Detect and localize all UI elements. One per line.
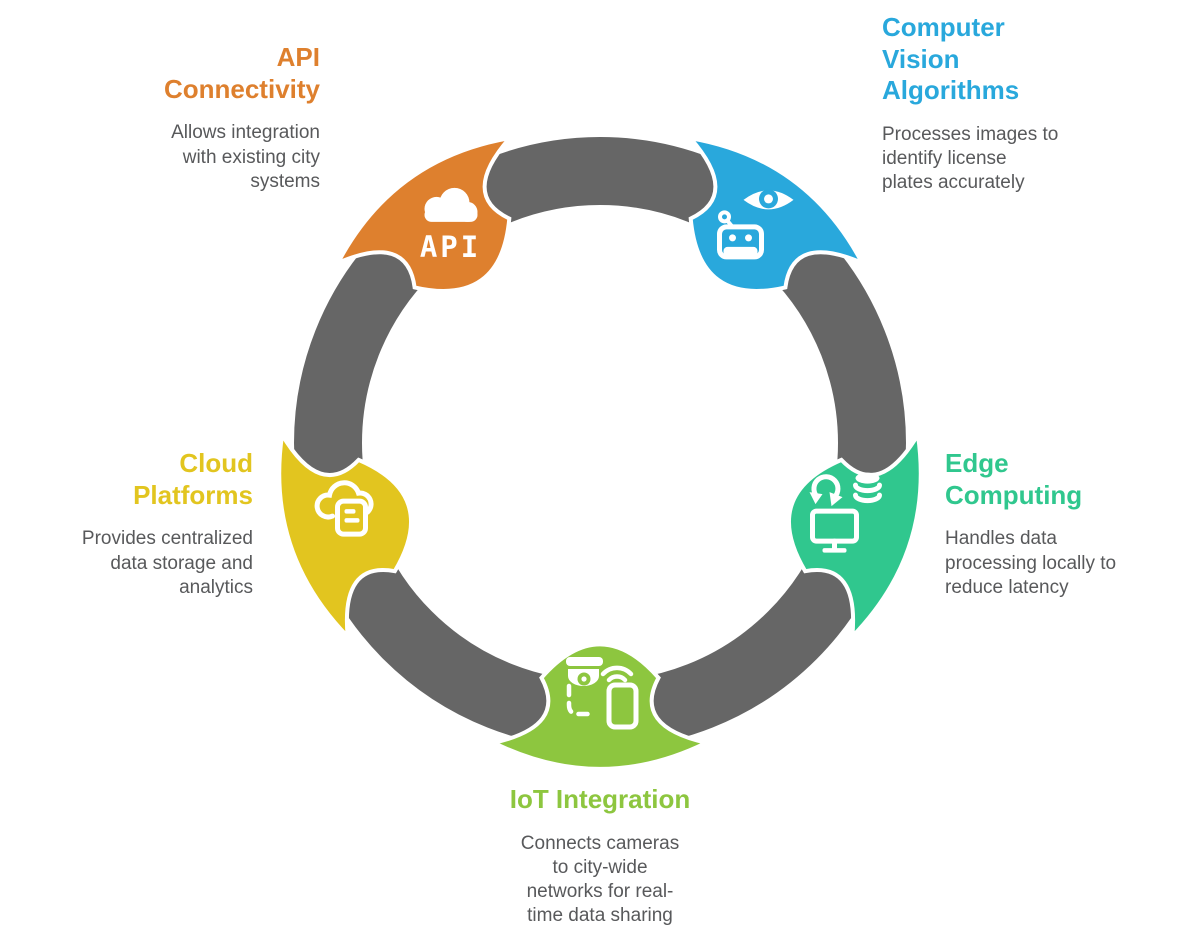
robot-vision-icon — [717, 189, 794, 260]
label-iot-integration: IoT Integration Connects cameras to city… — [447, 784, 753, 928]
wifi-icon — [600, 665, 634, 683]
cloud-api-icon: API — [420, 187, 481, 264]
segment-description: Processes images to identify license pla… — [882, 124, 1059, 194]
cctv-camera-icon — [566, 657, 603, 686]
segment-description: Connects cameras to city-wide networks f… — [520, 832, 680, 927]
segment-ribbon — [487, 642, 713, 771]
eye-icon — [743, 189, 794, 210]
cloud-storage-icon — [314, 480, 374, 537]
database-icon — [853, 472, 882, 504]
segment-ribbon — [333, 135, 515, 293]
label-api-connectivity: API Connectivity Allows integration with… — [40, 42, 320, 194]
segment-api-connectivity: API — [333, 135, 515, 293]
document-line — [344, 518, 360, 523]
segment-title: API Connectivity — [163, 42, 320, 104]
document-line — [344, 509, 356, 514]
edge-devices-icon — [809, 472, 882, 553]
document-icon — [335, 498, 368, 537]
smartphone-icon — [606, 682, 639, 730]
sync-arrows-icon — [809, 474, 843, 507]
camera-network-icon — [566, 657, 639, 730]
cloud-outline — [314, 480, 374, 520]
segment-cloud-platforms — [277, 428, 413, 643]
label-cloud-platforms: Cloud Platforms Provides centralized dat… — [13, 448, 253, 600]
segment-iot-integration — [487, 642, 713, 771]
segment-title: Cloud Platforms — [133, 448, 253, 510]
segment-title: Edge Computing — [945, 448, 1083, 510]
segment-description: Handles data processing locally to reduc… — [945, 528, 1117, 598]
segment-computer-vision — [685, 135, 867, 293]
cloud-part — [424, 207, 478, 222]
label-edge-computing: Edge Computing Handles data processing l… — [945, 448, 1185, 600]
robot-head-icon — [717, 210, 764, 260]
segment-edge-computing — [787, 428, 923, 643]
segment-description: Allows integration with existing city sy… — [171, 122, 320, 192]
label-computer-vision: Computer Vision Algorithms Processes ima… — [882, 12, 1142, 196]
segment-title: IoT Integration — [509, 784, 691, 814]
segment-title: Computer Vision Algorithms — [882, 12, 1020, 106]
monitor-icon — [810, 508, 859, 553]
api-icon-text: API — [420, 230, 481, 264]
dashed-link-icon — [566, 683, 597, 717]
segment-description: Provides centralized data storage and an… — [81, 528, 253, 598]
